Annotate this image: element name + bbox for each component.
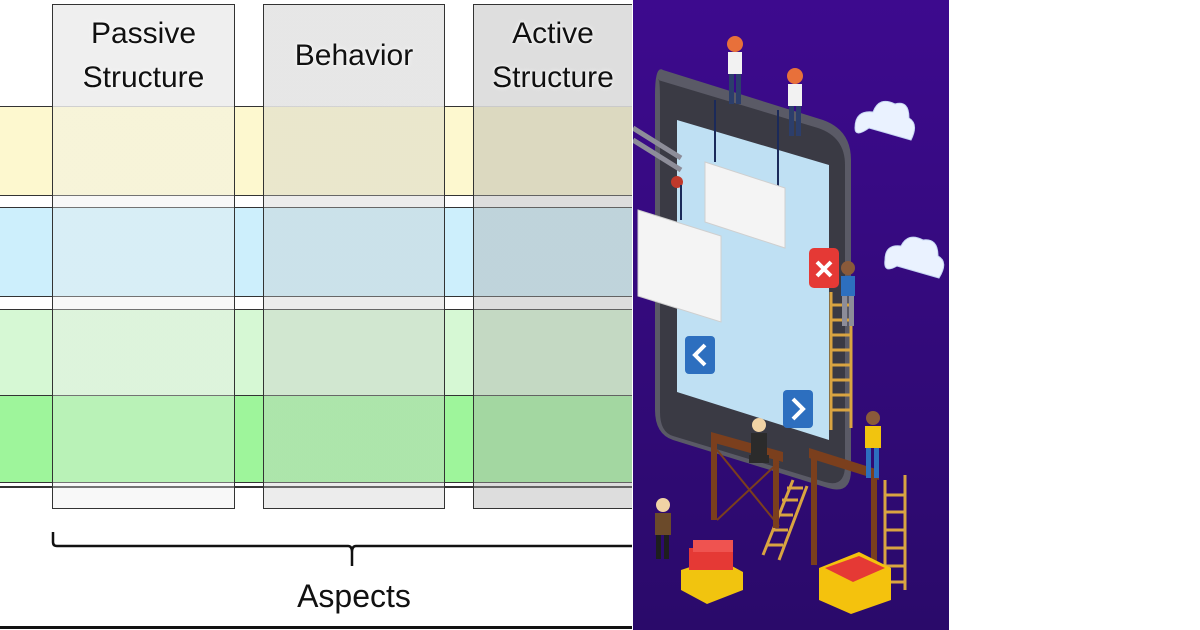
aspects-brace [51, 532, 632, 566]
nav-arrow-icons [685, 336, 813, 428]
worker-icon [655, 36, 881, 559]
column-header-behavior: Behavior [294, 39, 414, 72]
column-active-structure: Active Structure [473, 4, 632, 509]
box-icon [681, 540, 891, 614]
app-construction-illustration [633, 0, 949, 630]
cloud-icon [854, 100, 945, 279]
aspects-label: Aspects [297, 578, 411, 614]
layers-aspects-diagram: Passive Structure Behavior Active Struct… [0, 4, 632, 629]
hanging-sign-icon [633, 100, 786, 323]
bottom-rule [0, 626, 632, 629]
column-header-passive-structure: Passive Structure [82, 17, 205, 94]
column-behavior: Behavior [263, 4, 445, 509]
column-header-active-structure: Active Structure [492, 17, 614, 94]
close-icon [809, 248, 839, 288]
column-passive-structure: Passive Structure [52, 4, 235, 509]
